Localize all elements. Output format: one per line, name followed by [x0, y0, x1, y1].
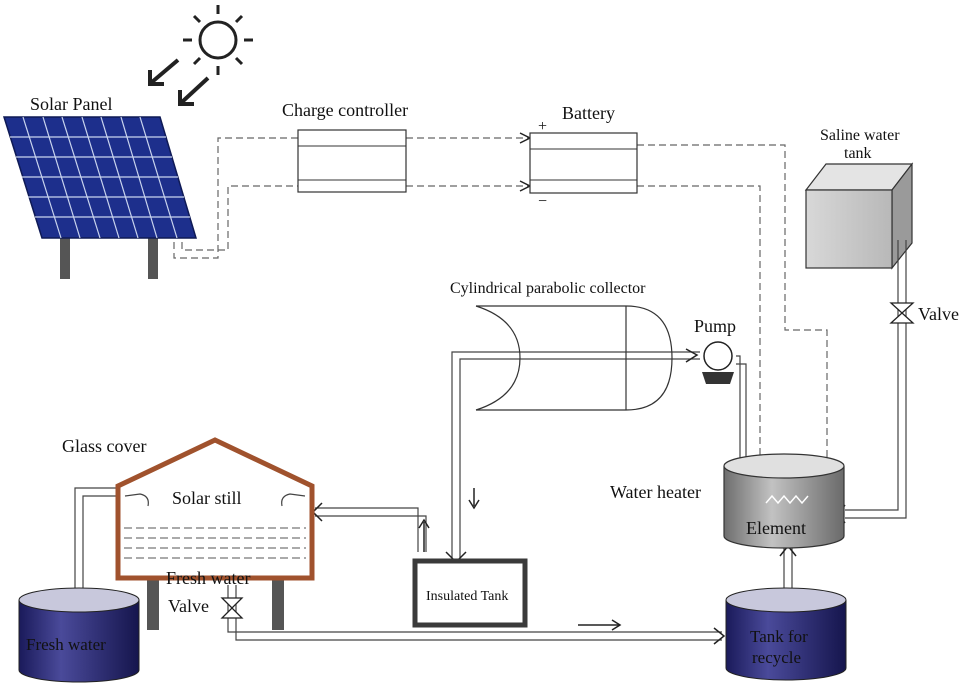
electrical-wiring: [173, 137, 828, 470]
battery: [529, 132, 638, 194]
recycle-tank-label-line2: recycle: [752, 648, 801, 667]
parabolic-collector: [475, 305, 673, 411]
saline-water-tank: [804, 162, 914, 270]
solar-still: [115, 437, 315, 630]
fresh-water-label: Fresh water: [166, 568, 250, 588]
fresh-water-tank: [18, 587, 140, 683]
water-heater: [723, 453, 845, 549]
battery-label: Battery: [562, 103, 615, 123]
valve-left-label: Valve: [168, 596, 209, 616]
saline-tank-label-line2: tank: [844, 145, 872, 162]
battery-positive-terminal: +: [538, 118, 547, 135]
saline-tank-label-line1: Saline water: [820, 127, 900, 144]
water-heater-label: Water heater: [610, 482, 701, 502]
charge-controller: [297, 129, 407, 193]
solar-panel-label: Solar Panel: [30, 94, 113, 114]
pump-label: Pump: [694, 316, 736, 336]
insulated-tank: [412, 558, 528, 628]
charge-controller-label: Charge controller: [282, 100, 408, 120]
recycle-tank: [725, 587, 847, 681]
heating-element-icon: [765, 494, 809, 505]
collector-label: Cylindrical parabolic collector: [450, 280, 646, 297]
glass-cover-label: Glass cover: [62, 436, 146, 456]
solar-still-label: Solar still: [172, 488, 242, 508]
solar-panel: [2, 116, 198, 279]
fresh-water-tank-label: Fresh water: [26, 635, 106, 654]
battery-negative-terminal: −: [538, 193, 547, 210]
sun-icon: [183, 5, 253, 75]
recycle-tank-label-line1: Tank for: [750, 627, 808, 646]
sunlight-arrow-icon: [148, 58, 210, 106]
pump-icon: [702, 341, 734, 384]
valve-left-icon: [220, 597, 244, 619]
insulated-tank-label: Insulated Tank: [426, 589, 508, 604]
element-label: Element: [746, 518, 806, 538]
valve-right-label: Valve: [918, 304, 959, 324]
valve-right-icon: [889, 302, 915, 324]
